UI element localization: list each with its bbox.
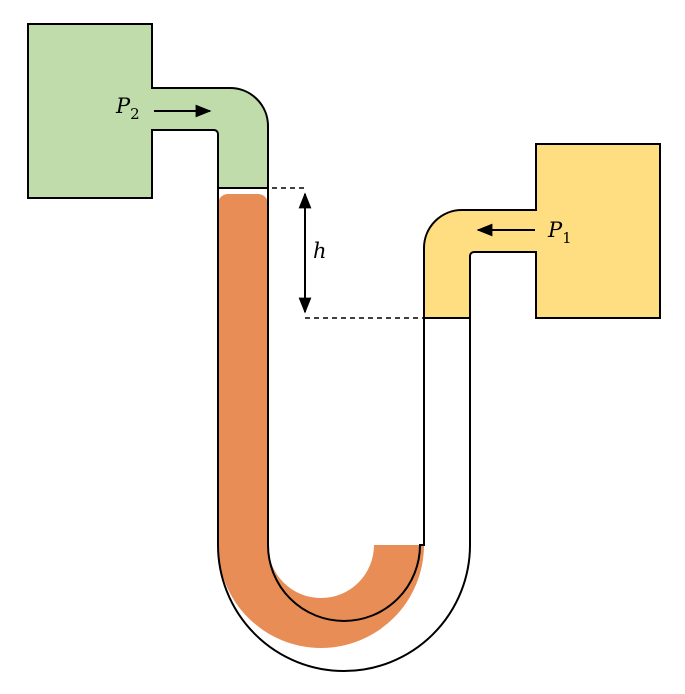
p1-label: P1 [547,218,572,247]
p2-label: P2 [115,94,140,123]
right-tank [423,143,661,319]
u-tube-inner-wall [267,126,425,622]
h-label: h [313,239,327,263]
u-tube-outer-wall [217,134,471,672]
manometer-fluid [218,193,424,648]
left-tank [27,23,269,199]
